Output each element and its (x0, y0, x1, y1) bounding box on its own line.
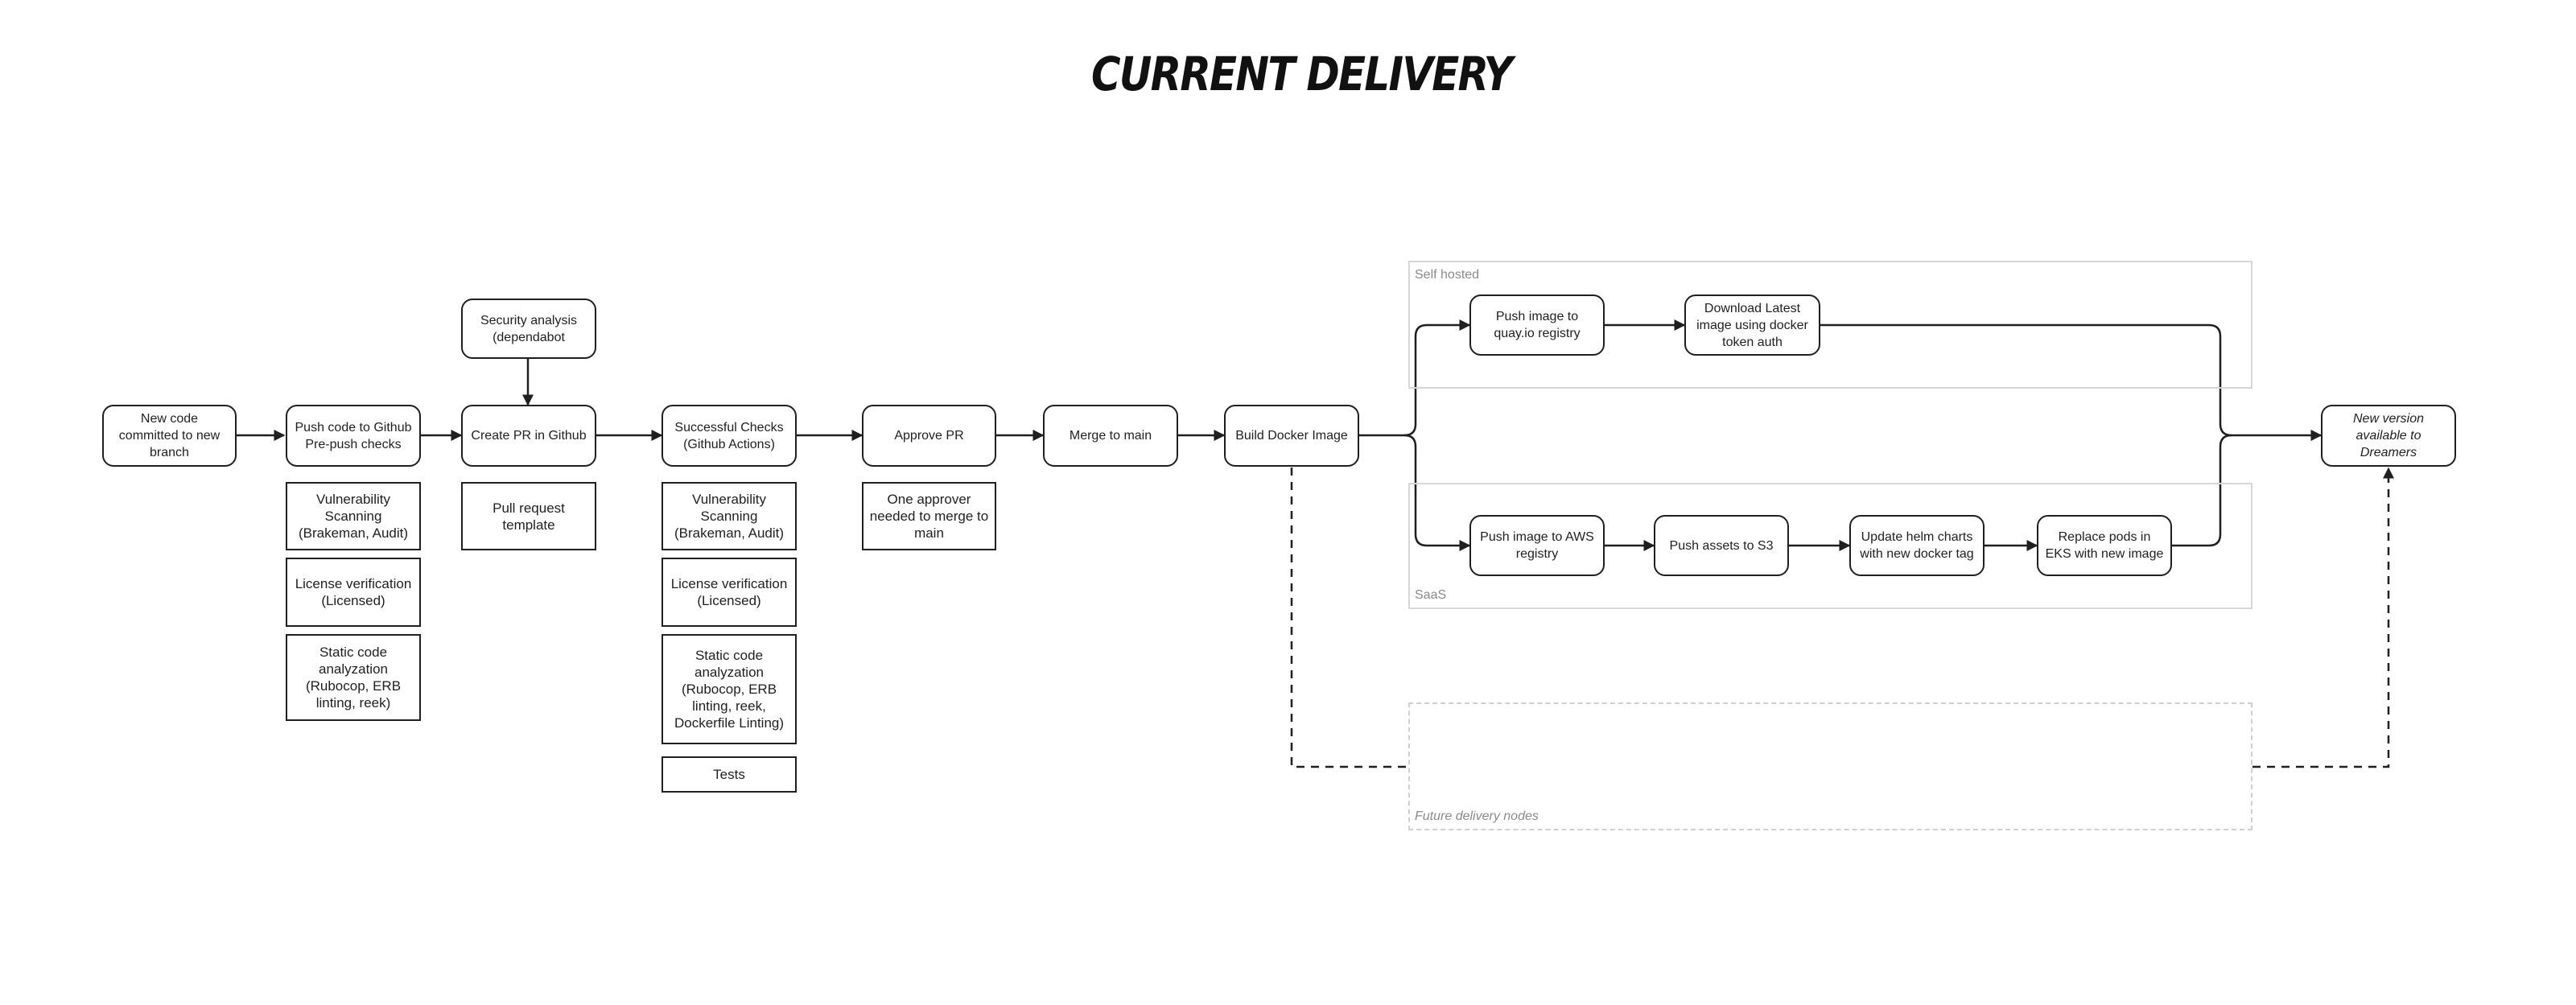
node-new-version[interactable]: New version available to Dreamers (2321, 405, 2456, 467)
node-push-s3[interactable]: Push assets to S3 (1654, 515, 1789, 576)
note-approver: One approver needed to merge to main (862, 482, 996, 550)
note-prepush-vulnerability: Vulnerability Scanning (Brakeman, Audit) (286, 482, 421, 550)
note-pr-template: Pull request template (461, 482, 596, 550)
node-successful-checks[interactable]: Successful Checks (Github Actions) (662, 405, 797, 467)
node-push-aws[interactable]: Push image to AWS registry (1469, 515, 1605, 576)
node-build-docker[interactable]: Build Docker Image (1224, 405, 1359, 467)
edge-build-saas (1403, 434, 1471, 551)
note-gha-static: Static code analyzation (Rubocop, ERB li… (662, 634, 797, 744)
node-update-helm[interactable]: Update helm charts with new docker tag (1849, 515, 1985, 576)
node-push-quay[interactable]: Push image to quay.io registry (1469, 294, 1605, 356)
group-future (1408, 702, 2252, 830)
edge-replace-newversion (2172, 434, 2232, 547)
edge-build-future (1290, 467, 1408, 768)
note-gha-license: License verification (Licensed) (662, 558, 797, 627)
edge-build-selfhosted (1359, 319, 1471, 437)
group-saas (1408, 483, 2252, 609)
edge-future-newversion (2252, 467, 2394, 768)
note-gha-vulnerability: Vulnerability Scanning (Brakeman, Audit) (662, 482, 797, 550)
group-self-hosted (1408, 261, 2252, 389)
node-merge-main[interactable]: Merge to main (1043, 405, 1178, 467)
note-prepush-static: Static code analyzation (Rubocop, ERB li… (286, 634, 421, 721)
node-new-code[interactable]: New code committed to new branch (102, 405, 237, 467)
node-create-pr[interactable]: Create PR in Github (461, 405, 596, 467)
edge-download-newversion (1820, 323, 2323, 441)
node-push-code[interactable]: Push code to Github Pre-push checks (286, 405, 421, 467)
group-future-label: Future delivery nodes (1415, 809, 1539, 823)
note-gha-tests: Tests (662, 756, 797, 793)
node-approve-pr[interactable]: Approve PR (862, 405, 996, 467)
node-download-image[interactable]: Download Latest image using docker token… (1684, 294, 1820, 356)
node-replace-pods[interactable]: Replace pods in EKS with new image (2037, 515, 2172, 576)
group-self-hosted-label: Self hosted (1415, 268, 1480, 282)
note-prepush-license: License verification (Licensed) (286, 558, 421, 627)
node-security-analysis[interactable]: Security analysis (dependabot (461, 299, 596, 359)
group-saas-label: SaaS (1415, 588, 1447, 602)
